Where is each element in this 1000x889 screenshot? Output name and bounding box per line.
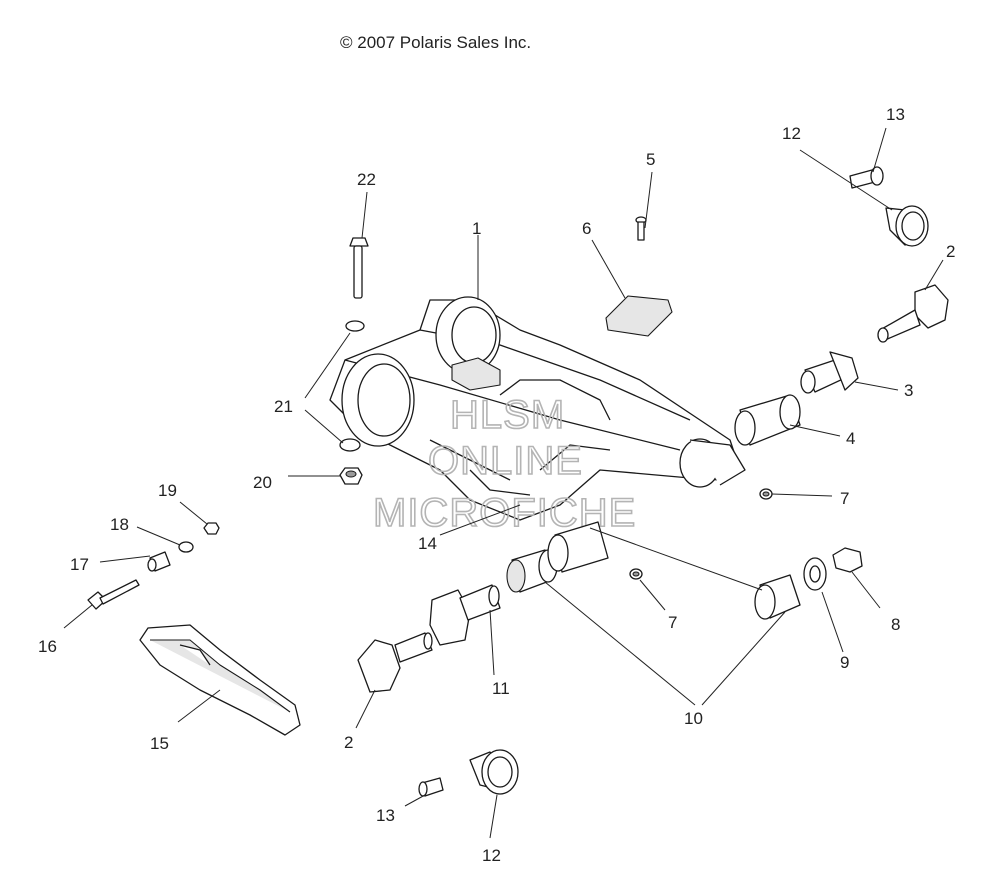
spacer-part-17 <box>147 551 171 572</box>
callout-2-upper: 2 <box>946 242 955 261</box>
callout-7-lower: 7 <box>668 613 677 632</box>
nut-part-20 <box>339 467 363 485</box>
callout-17: 17 <box>70 555 89 574</box>
bolt-part-22 <box>349 237 369 299</box>
callout-8: 8 <box>891 615 900 634</box>
callout-4: 4 <box>846 429 855 448</box>
shaft-part-11 <box>429 584 501 646</box>
bolt-part-13-lower <box>418 777 444 797</box>
bushing-part-10-center <box>547 521 609 573</box>
callout-9: 9 <box>840 653 849 672</box>
bolt-part-13-upper <box>849 166 884 189</box>
bushing-part-10-right <box>754 574 801 620</box>
flange-part-12-upper <box>885 205 929 247</box>
swing-arm-part <box>329 296 746 521</box>
flange-part-12-lower <box>469 749 519 795</box>
callout-14: 14 <box>418 534 437 553</box>
callout-18: 18 <box>110 515 129 534</box>
plate-part-6 <box>605 295 673 337</box>
nut-part-19 <box>203 522 220 535</box>
callout-7-right: 7 <box>840 489 849 508</box>
copyright-text: © 2007 Polaris Sales Inc. <box>340 33 531 52</box>
callout-20: 20 <box>253 473 272 492</box>
washer-part-18 <box>178 541 194 553</box>
bolt-part-16 <box>87 579 140 610</box>
callout-2-lower: 2 <box>344 733 353 752</box>
callout-16: 16 <box>38 637 57 656</box>
washer-part-9 <box>803 557 827 591</box>
nut-part-8 <box>832 547 863 573</box>
callout-13-upper: 13 <box>886 105 905 124</box>
callout-12-upper: 12 <box>782 124 801 143</box>
callout-19: 19 <box>158 481 177 500</box>
callout-13-lower: 13 <box>376 806 395 825</box>
callout-15: 15 <box>150 734 169 753</box>
bushing-part-3 <box>800 351 859 394</box>
spindle-part-2-upper <box>877 284 949 343</box>
grease-fitting-part-7-right <box>759 488 773 500</box>
rivet-part-5 <box>635 216 647 241</box>
callout-10: 10 <box>684 709 703 728</box>
washer-upper-21 <box>345 320 365 332</box>
callout-6: 6 <box>582 219 591 238</box>
callout-3: 3 <box>904 381 913 400</box>
spindle-part-2-lower <box>357 632 433 693</box>
watermark-line-2: ONLINE <box>428 439 583 483</box>
guard-part-15 <box>139 624 301 736</box>
callout-labels: 1 2 2 3 4 5 6 7 7 8 9 10 11 12 12 13 13 … <box>38 105 955 865</box>
callout-11: 11 <box>492 679 510 698</box>
watermark-line-1: HLSM <box>450 393 565 437</box>
washer-lower-21 <box>339 438 361 452</box>
grease-fitting-part-7-lower <box>629 568 643 580</box>
callout-21: 21 <box>274 397 293 416</box>
callout-5: 5 <box>646 150 655 169</box>
leader-lines <box>63 127 944 839</box>
callout-12-lower: 12 <box>482 846 501 865</box>
bushing-part-4 <box>734 394 801 446</box>
callout-22: 22 <box>357 170 376 189</box>
watermark: HLSM ONLINE MICROFICHE <box>372 392 636 536</box>
callout-1: 1 <box>472 219 481 238</box>
